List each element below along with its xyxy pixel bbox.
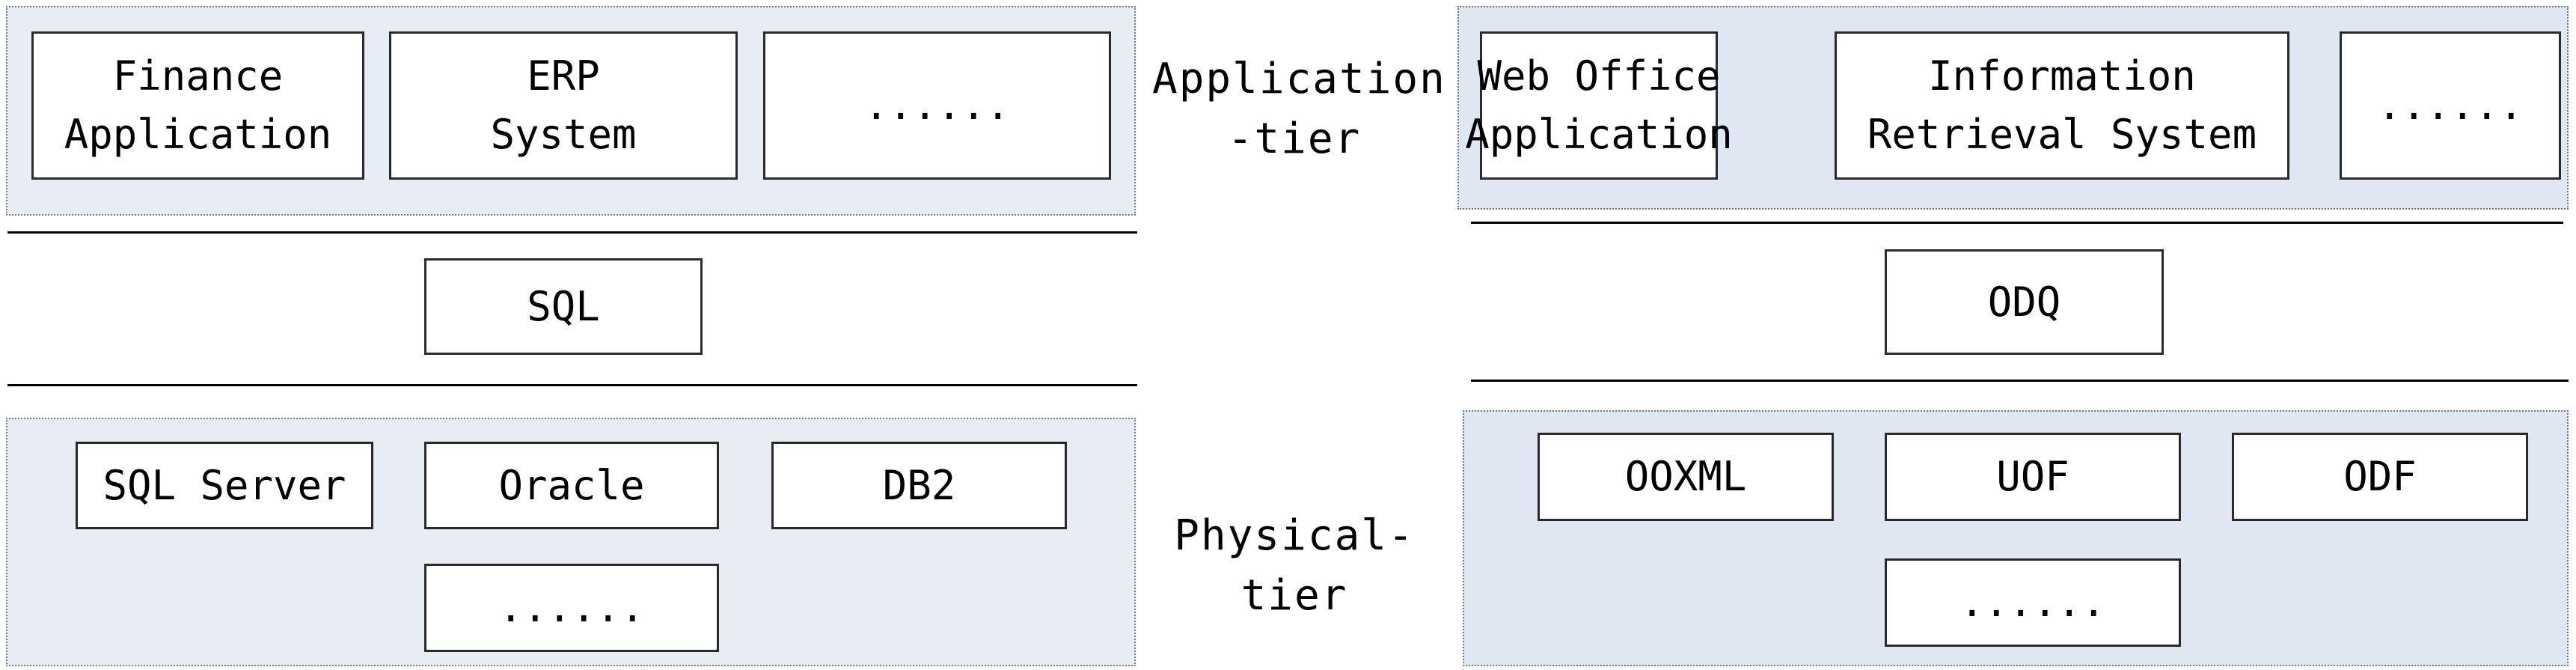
right-app-more-box: ...... xyxy=(2340,31,2561,180)
sql-server-box: SQL Server xyxy=(76,442,373,529)
uof-box: UOF xyxy=(1885,433,2181,521)
right-lower-divider xyxy=(1471,380,2569,382)
sql-interface-box: SQL xyxy=(424,258,703,355)
finance-application-box: Finance Application xyxy=(31,31,364,180)
db2-box: DB2 xyxy=(771,442,1067,529)
left-upper-divider xyxy=(7,231,1137,234)
left-storage-more-box: ...... xyxy=(424,564,719,652)
erp-system-box: ERP System xyxy=(389,31,738,180)
web-office-application-box: Web Office Application xyxy=(1465,31,1733,180)
oracle-box: Oracle xyxy=(424,442,719,529)
right-storage-more-box: ...... xyxy=(1885,558,2181,647)
odq-interface-box: ODQ xyxy=(1885,249,2164,355)
physical-tier-label: Physical- tier xyxy=(1174,511,1415,620)
right-upper-divider xyxy=(1471,222,2563,224)
left-app-more-box: ...... xyxy=(763,31,1111,180)
application-tier-label: Application -tier xyxy=(1152,55,1446,163)
ooxml-box: OOXML xyxy=(1538,433,1834,521)
left-lower-divider xyxy=(7,384,1137,386)
information-retrieval-system-box: Information Retrieval System xyxy=(1835,31,2289,180)
odf-box: ODF xyxy=(2232,433,2528,521)
